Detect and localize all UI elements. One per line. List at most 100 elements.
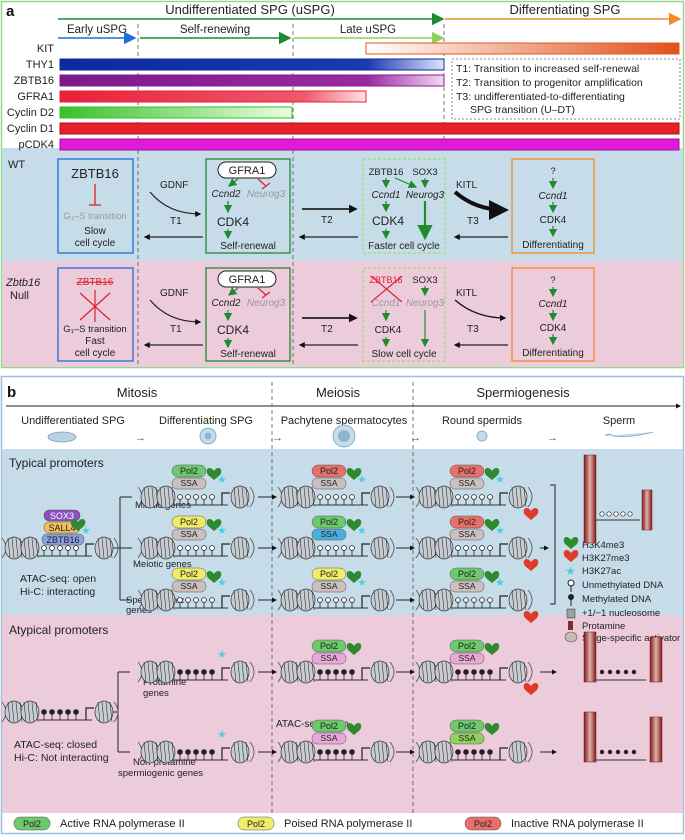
cell-sperm-icon (604, 431, 654, 437)
atyp1-round-nucleosome-3-wrap (519, 741, 523, 763)
wt-b3-a2 (394, 177, 418, 189)
legend-h3k27ac: H3K27ac (582, 566, 621, 577)
typ1-meio-nucleosome-2-wrap (311, 537, 315, 559)
atyp0-round-nucleosome-1-wrap (429, 661, 433, 683)
legend-methylated: Methylated DNA (582, 594, 652, 605)
null-b4-cdk4: CDK4 (540, 323, 567, 334)
typ-sperm-cpg (599, 511, 605, 517)
typ0-meio-h3k27ac: ★ (357, 474, 367, 486)
cell-diff-nucleus (204, 432, 212, 440)
atyp0-diff-nucleosome-3-wrap (233, 661, 237, 683)
atyp1-round-nucleosome-2-wrap (437, 741, 441, 763)
typ0-round-nucleosome-3-wrap (519, 486, 523, 508)
typ2-diff-nucleosome-2-wrap (171, 589, 175, 611)
bar-cyclind1 (59, 122, 680, 135)
panel-a-label: a (6, 3, 15, 20)
null-inhibit-neurog3-bar (261, 291, 271, 299)
typ0-diff-nucleosome-2-wrap (167, 486, 171, 508)
typ-sperm-cpg (620, 511, 626, 517)
typ1-diff-nucleosome-3-wrap (245, 537, 249, 559)
typ0-meio-nucleosome-2-wrap (311, 486, 315, 508)
tf-zbtb16-label: ZBTB16 (46, 535, 79, 545)
typ-protamine-coil (583, 454, 597, 544)
typ-sperm-cpg (627, 511, 633, 517)
atyp1-meio-ssa-label: SSA (320, 733, 337, 743)
atyp0-diff-cpg (201, 669, 207, 675)
atyp0-round-cpg (479, 669, 485, 675)
atyp1-diff-nucleosome-1-wrap (143, 741, 147, 763)
typ0-diff-h3k4me3 (206, 468, 222, 480)
ssa-icon (564, 631, 578, 643)
atyp0-sperm-cpg (631, 669, 637, 675)
typ2-meio-h3k4me3 (346, 571, 362, 583)
atyp0-diff-nucleosome-2-wrap (163, 661, 167, 683)
typ0-round-nucleosome-2-wrap (437, 486, 441, 508)
atyp1-round-h3k4me3 (484, 723, 500, 735)
typ1-round-nucleosome-3-wrap (511, 537, 515, 559)
atyp0-meio-cpg (341, 669, 347, 675)
null-box1-fast: Fast (85, 336, 105, 347)
typ0-round-nucleosome-3-wrap (523, 486, 527, 508)
factor-label-cyclind2: Cyclin D2 (7, 107, 54, 119)
atyp0-round-nucleosome-2-wrap (441, 661, 445, 683)
typ2-meio-nucleosome-1-wrap (283, 589, 287, 611)
typ2-round-nucleosome-1-wrap (425, 589, 429, 611)
row-meiotic: Meiotic genes (133, 559, 192, 570)
typ1-round-nucleosome-1-wrap (421, 537, 425, 559)
typ2-round-tss-arrow (499, 595, 508, 608)
wt-t2: T2 (321, 215, 333, 226)
atyp-start-nucleosome-3-wrap (109, 701, 113, 723)
typ0-diff-cpg (193, 494, 199, 500)
null-b3-slow: Slow cell cycle (371, 349, 436, 360)
typ1-diff-nucleosome-3-wrap (237, 537, 241, 559)
start-nucleosome-1-wrap (11, 537, 15, 559)
typ1-meio-nucleosome-2-wrap (307, 537, 311, 559)
atyp1-meio-cpg (333, 749, 339, 755)
atyp1-round-nucleosome-2-wrap (445, 741, 449, 763)
nucleosome-icon (566, 608, 576, 619)
atyp1-round-cpg (471, 749, 477, 755)
typ1-meio-cpg (333, 545, 339, 551)
atyp-start-cpg (49, 709, 55, 715)
typ0-meio-tss-arrow (361, 492, 370, 505)
typ0-diff-nucleosome-1-wrap (147, 486, 151, 508)
null-cdk4: CDK4 (217, 323, 249, 337)
atyp0-meio-nucleosome-3-wrap (377, 661, 381, 683)
wt-b4-cdk4: CDK4 (540, 215, 567, 226)
pol-poised-pill: Pol2 (247, 819, 265, 829)
atyp1-diff-nucleosome-1-wrap (151, 741, 155, 763)
typ0-meio-nucleosome-3-wrap (381, 486, 385, 508)
factor-label-thy1: THY1 (26, 59, 54, 71)
atyp0-protamine-right (649, 636, 663, 683)
atyp1-diff-cpg (185, 749, 191, 755)
null-kitl: KITL (456, 288, 478, 299)
null-b4-diff: Differentiating (522, 348, 584, 359)
typ0-meio-nucleosome-1-wrap (291, 486, 295, 508)
atyp0-round-nucleosome-2-wrap (449, 661, 453, 683)
atyp0-meio-dna-right (389, 661, 395, 683)
atyp1-diff-cpg (201, 749, 207, 755)
pol-inactive-label: Inactive RNA polymerase II (511, 818, 644, 830)
atyp1-meio-dna-right (389, 741, 395, 763)
typ2-meio-ssa-label: SSA (320, 581, 337, 591)
tf-sox3-label: SOX3 (50, 511, 74, 521)
typ0-round-h3k4me3 (484, 468, 500, 480)
atyp1-meio-tss-arrow (361, 747, 370, 760)
atyp0-meio-cpg (333, 669, 339, 675)
transitions-legend-box (451, 58, 681, 120)
h3k4me3-icon (563, 537, 579, 549)
null-box1-g1s: G₁–S transition (63, 324, 126, 335)
stage-undiff: Undifferentiated SPG (21, 415, 125, 427)
typ2-round-cpg (487, 597, 493, 603)
typ2-round-nucleosome-3-wrap (523, 589, 527, 611)
stage-arrow-3: → (410, 432, 421, 444)
typ2-diff-nucleosome-1-wrap (147, 589, 151, 611)
null-b4-q: ? (550, 275, 555, 286)
atyp1-meio-cpg (349, 749, 355, 755)
null-gfra1: GFRA1 (229, 274, 266, 286)
null-kitl-curve (454, 299, 507, 322)
typ2-round-cpg (463, 597, 469, 603)
atyp0-sperm-cpg (623, 669, 629, 675)
wt-inhibit-neurog3 (257, 178, 267, 187)
stage-arrow-1: → (135, 432, 146, 444)
